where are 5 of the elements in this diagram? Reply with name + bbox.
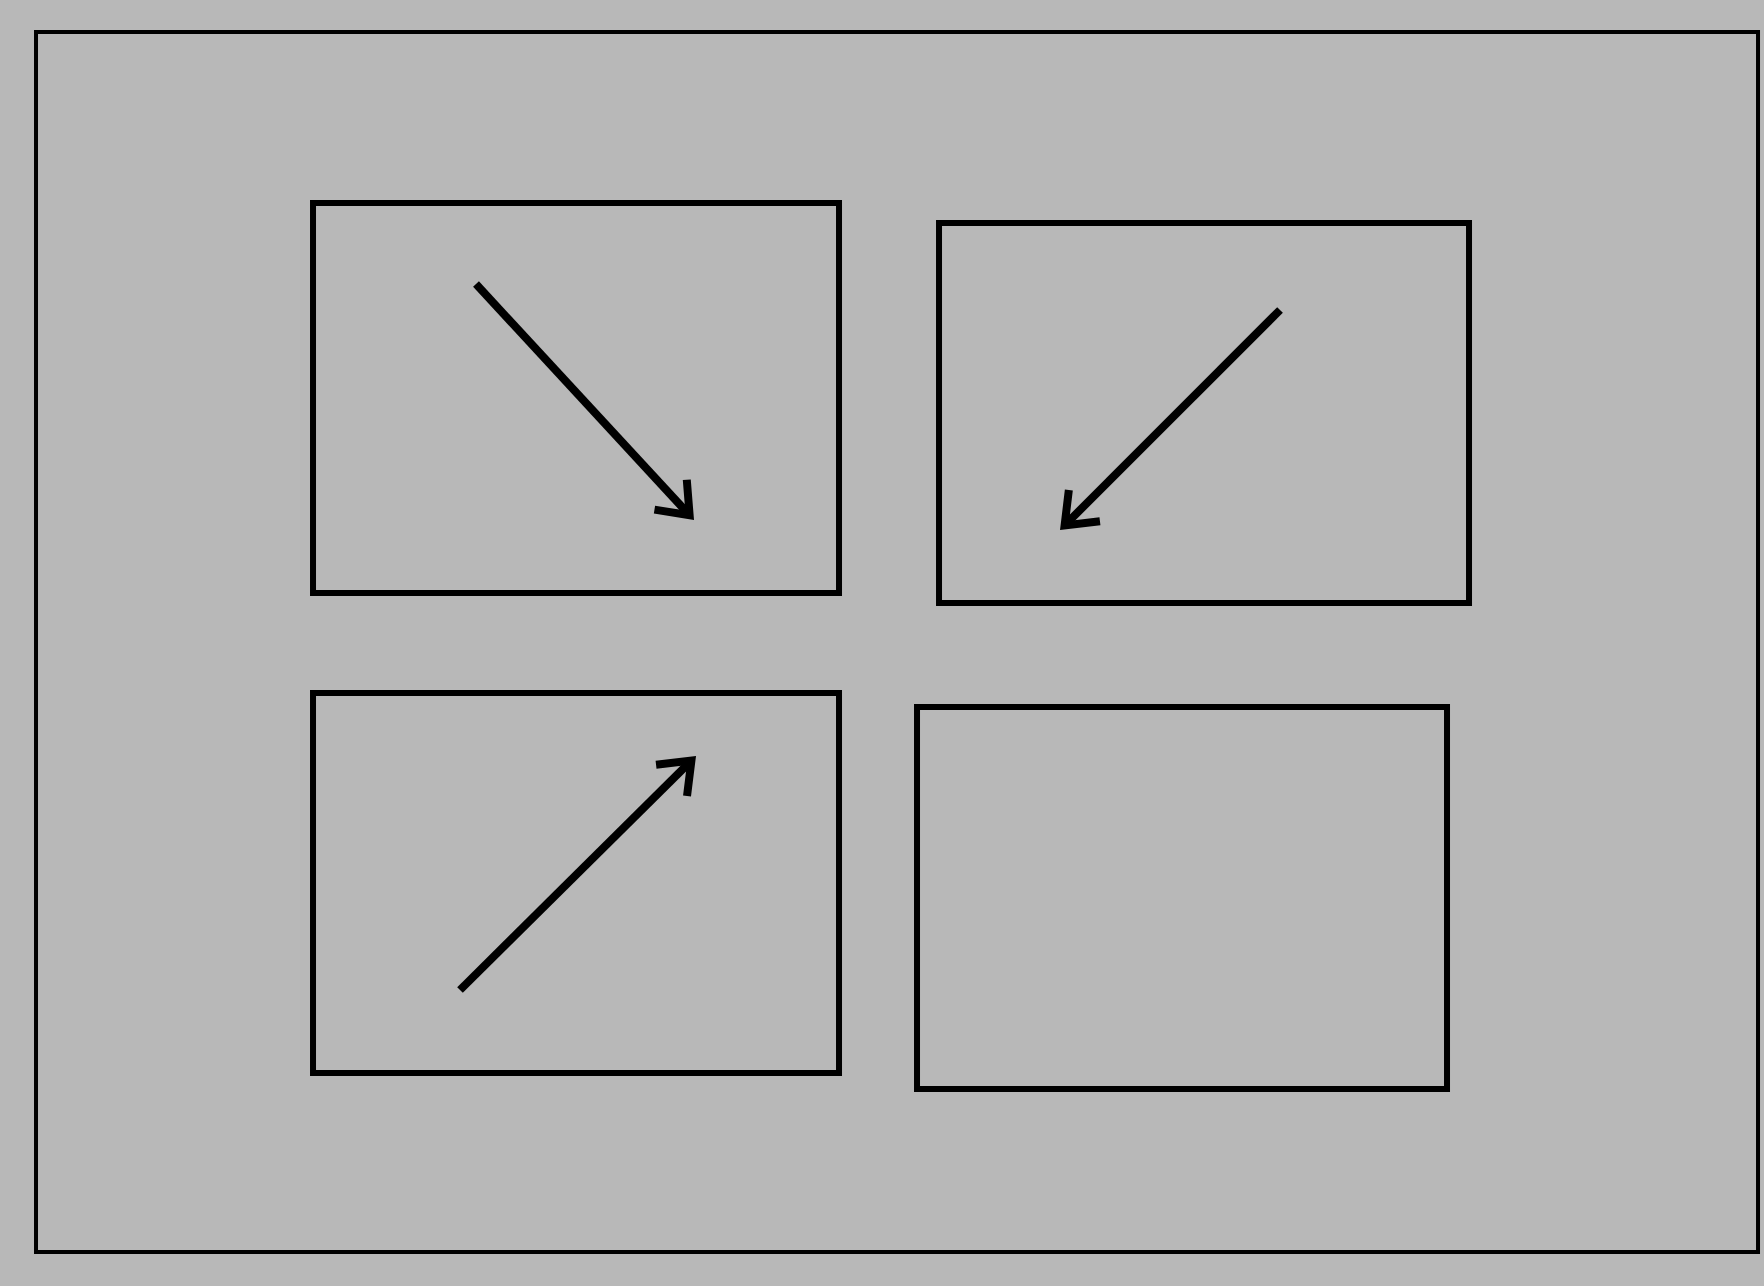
panel-box	[310, 200, 842, 596]
panel-box	[914, 704, 1450, 1092]
frame	[34, 30, 1760, 1254]
panel-box	[936, 220, 1472, 606]
panel-box	[310, 690, 842, 1076]
